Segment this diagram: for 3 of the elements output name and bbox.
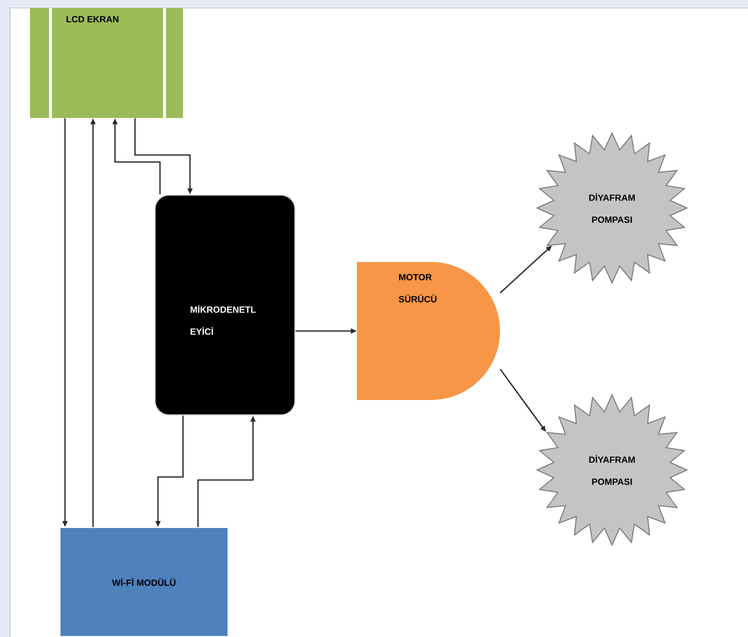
- process-box: MİKRODENETL EYİCİ: [154, 194, 296, 416]
- display-box: LCD EKRAN: [30, 8, 183, 118]
- module-box: Wİ-Fİ MODÜLÜ: [60, 527, 228, 637]
